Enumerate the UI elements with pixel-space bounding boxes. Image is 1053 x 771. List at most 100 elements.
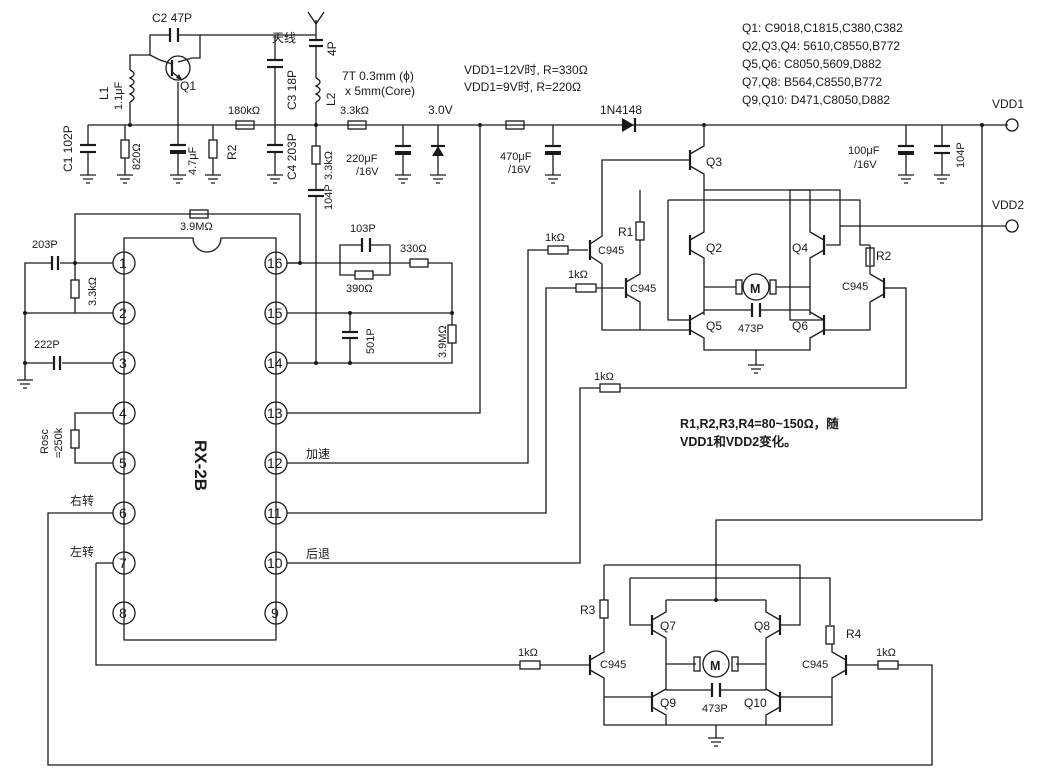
c104p-b-label: 104P bbox=[955, 142, 967, 168]
antenna-icon bbox=[307, 11, 325, 26]
motor-1-icon bbox=[742, 273, 770, 301]
c203p-label: 203P bbox=[32, 239, 58, 251]
bom-line: Q7,Q8: B564,C8550,B772 bbox=[742, 75, 882, 89]
r33k-ic-resistor bbox=[70, 279, 80, 299]
l2-label: L2 bbox=[324, 92, 338, 106]
r33k-a-label: 3.3kΩ bbox=[323, 151, 335, 180]
r820-resistor bbox=[120, 139, 130, 159]
vdd2-terminal[interactable] bbox=[1005, 219, 1019, 233]
r3-label: R3 bbox=[580, 603, 596, 617]
pin-4: 4 bbox=[119, 405, 127, 421]
c945-c-label: C945 bbox=[842, 281, 868, 293]
l1-label: L1 bbox=[97, 86, 111, 100]
l2-spec-2: x 5mm(Core) bbox=[345, 84, 415, 98]
r1k-b-label: 1kΩ bbox=[568, 269, 588, 281]
r3-resistor bbox=[599, 599, 609, 619]
c945-e-label: C945 bbox=[802, 659, 828, 671]
ground-icon bbox=[545, 174, 561, 184]
r390-label: 390Ω bbox=[346, 283, 373, 295]
r33k-a-resistor bbox=[311, 145, 321, 165]
q10-label: Q10 bbox=[744, 696, 767, 710]
rf-stage: Q1 C2 47P L1 1.1μF C1 102P 820Ω 4.7μF bbox=[61, 11, 480, 210]
diode-label: 1N4148 bbox=[600, 103, 642, 117]
pin-3: 3 bbox=[119, 355, 127, 371]
pin-11: 11 bbox=[267, 505, 282, 521]
vdd1-label: VDD1 bbox=[992, 97, 1024, 111]
r39m-side-label: 3.9MΩ bbox=[437, 325, 449, 358]
q9-label: Q9 bbox=[660, 696, 676, 710]
r39m-side-resistor bbox=[447, 324, 457, 344]
r330-resistor bbox=[409, 258, 429, 268]
q5-label: Q5 bbox=[706, 319, 722, 333]
q2-label: Q2 bbox=[706, 241, 722, 255]
supply-rail: VDD1=12V时, R=330Ω VDD1=9V时, R=220Ω 470μF… bbox=[464, 63, 1024, 520]
c470-label-2: /16V bbox=[508, 164, 531, 176]
c945-a-label: C945 bbox=[598, 245, 624, 257]
ground-icon bbox=[708, 725, 724, 747]
ground-icon bbox=[80, 174, 446, 184]
r820-label: 820Ω bbox=[131, 143, 143, 170]
r2-label: R2 bbox=[225, 144, 239, 160]
r180k-resistor bbox=[235, 120, 255, 130]
pin-5: 5 bbox=[119, 455, 127, 471]
rosc-label-2: =250k bbox=[53, 427, 65, 458]
pin-2: 2 bbox=[119, 305, 127, 321]
l1-value: 1.1μF bbox=[113, 81, 125, 110]
bom-line: Q1: C9018,C1815,C380,C382 bbox=[742, 21, 903, 35]
motor-2-icon bbox=[702, 650, 730, 678]
q8-label: Q8 bbox=[754, 619, 770, 633]
q4-label: Q4 bbox=[792, 241, 808, 255]
c945-d-label: C945 bbox=[600, 659, 626, 671]
motor-2-label: M bbox=[710, 659, 720, 673]
r33k-b-resistor bbox=[347, 120, 367, 130]
pin-8: 8 bbox=[119, 605, 127, 621]
pin-12: 12 bbox=[267, 455, 283, 471]
ic-rx2b: RX-2B 1 2 3 4 5 6 7 8 16 15 14 13 12 11 … bbox=[17, 125, 481, 641]
pin-15: 15 bbox=[267, 305, 283, 321]
r1k-e-resistor bbox=[877, 660, 899, 670]
r1k-c-label: 1kΩ bbox=[594, 371, 614, 383]
ic-pins-left: 1 2 3 4 5 6 7 8 bbox=[112, 251, 136, 625]
pin-16: 16 bbox=[267, 255, 283, 271]
vdd2-label: VDD2 bbox=[992, 198, 1024, 212]
c470-label-1: 470μF bbox=[500, 151, 532, 163]
c100-label-2: /16V bbox=[854, 159, 877, 171]
pin-14: 14 bbox=[267, 355, 283, 371]
ground-icon bbox=[748, 350, 764, 374]
ground-icon bbox=[934, 174, 950, 184]
pin-1: 1 bbox=[119, 255, 127, 271]
r4-resistor bbox=[825, 625, 835, 645]
r1k-c-resistor bbox=[599, 383, 621, 393]
r33k-ic-label: 3.3kΩ bbox=[87, 277, 99, 306]
r1k-a-resistor bbox=[547, 245, 569, 255]
c220uf-label-2: /16V bbox=[356, 166, 379, 178]
r1k-d-resistor bbox=[519, 660, 541, 670]
c220uf-label-1: 220μF bbox=[346, 153, 378, 165]
c3-label: C3 18P bbox=[285, 70, 299, 110]
q1-transistor bbox=[165, 55, 191, 81]
r1-resistor bbox=[635, 221, 645, 241]
ground-icon bbox=[898, 174, 914, 184]
pin-10: 10 bbox=[267, 555, 283, 571]
r180k-label: 180kΩ bbox=[228, 105, 260, 117]
antenna-cap-label: 4P bbox=[325, 41, 339, 56]
r330-label: 330Ω bbox=[400, 243, 427, 255]
pin-9: 9 bbox=[271, 605, 279, 621]
right-turn-label: 右转 bbox=[70, 493, 94, 508]
drive-stage-2: R3 R4 Q7 Q8 M Q9 Q10 473P C945 C945 bbox=[47, 512, 982, 766]
c222p-label: 222P bbox=[34, 339, 60, 351]
note-line-2: VDD1和VDD2变化。 bbox=[680, 434, 797, 449]
zener-label: 3.0V bbox=[428, 103, 453, 117]
r33k-b-label: 3.3kΩ bbox=[340, 105, 369, 117]
pin-6: 6 bbox=[119, 505, 127, 521]
l2-inductor bbox=[314, 77, 321, 103]
vdd1-terminal[interactable] bbox=[1005, 118, 1019, 132]
c1-label: C1 102P bbox=[61, 125, 75, 172]
r2-resistor bbox=[208, 139, 218, 159]
c104p-a-label: 104P bbox=[323, 184, 335, 210]
zener-diode-icon bbox=[432, 146, 444, 156]
q7-label: Q7 bbox=[660, 619, 676, 633]
l2-spec-1: 7T 0.3mm (ϕ) bbox=[342, 69, 414, 83]
r39m-top-label: 3.9MΩ bbox=[180, 221, 213, 233]
r4-label: R4 bbox=[846, 627, 862, 641]
